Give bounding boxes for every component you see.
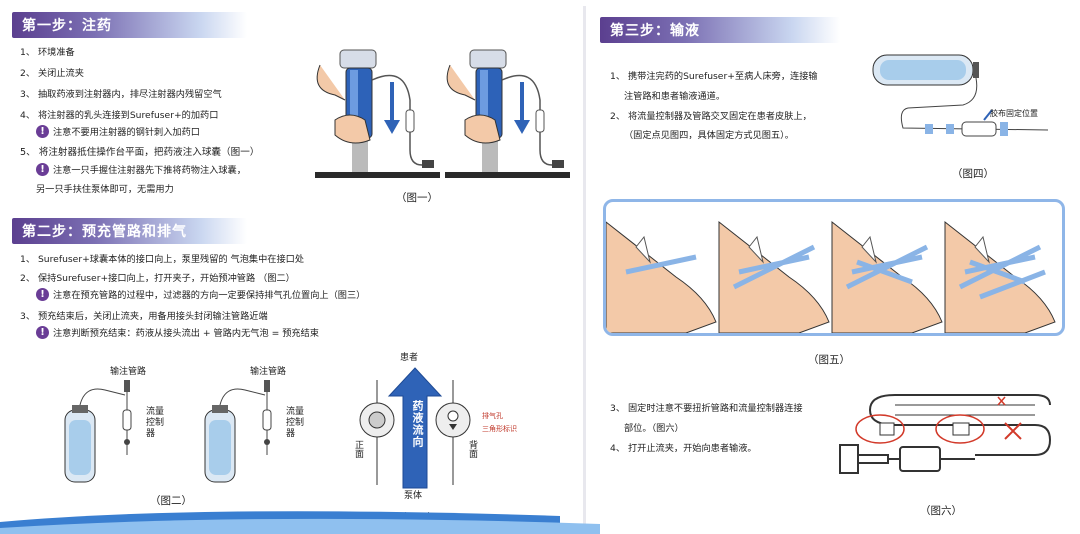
fig3-vent-label: 排气孔 [482, 412, 503, 420]
step3-list-bottom: 3、 固定时注意不要扭折管路和流量控制器连接 部位。（图六） 4、 打开止流夹，… [610, 400, 840, 460]
figure4-caption: （图四） [952, 168, 994, 180]
step2-note-1: ! 注意在预充管路的过程中，过滤器的方向一定要保持排气孔位置向上（图三） [36, 287, 365, 301]
step1-header: 第一步：注药 [12, 12, 247, 38]
step1-item-3: 3、 抽取药液到注射器内，排尽注射器内残留空气 [20, 89, 222, 100]
step3-item-2-line2: （固定点见图四，具体固定方式见图五）。 [624, 130, 794, 141]
step2-item-2: 2、 保持Surefuser+接口向上，打开夹子，开始预冲管路 （图二） [20, 273, 295, 284]
arm-step-1 [606, 221, 717, 333]
filter-back [435, 380, 471, 485]
center-divider [583, 6, 586, 528]
figure2-illustration [64, 380, 272, 483]
warning-icon: ! [36, 325, 49, 339]
step3-item-3-line2: 部位。（图六） [624, 423, 684, 434]
step3-header: 第三步：输液 [600, 17, 840, 43]
figure2-caption: （图二） [150, 495, 192, 507]
step1-note-2: ! 注意一只手握住注射器先下推将药物注入球囊， [36, 162, 246, 176]
fig2-tube-label-right: 输注管路 [250, 367, 287, 377]
step2-title: 第二步：预充管路和排气 [22, 224, 187, 240]
warning-icon: ! [36, 287, 49, 301]
figure5-panel [603, 199, 1065, 336]
syringe-injection-left [315, 49, 440, 178]
step1-note-2-text: 注意一只手握住注射器先下推将药物注入球囊， [53, 165, 246, 176]
syringe-injection-right [445, 49, 570, 178]
arm-step-2 [718, 220, 830, 333]
fig2-controller-label-right: 流量控制器 [286, 407, 305, 439]
step2-item-3: 3、 预充结束后，关闭止流夹，用备用接头封闭输注管路近端 [20, 311, 268, 322]
step3-item-2-line1: 2、 将流量控制器及管路交叉固定在患者皮肤上， [610, 111, 812, 122]
step1-item-5: 5、 将注射器抵住操作台平面，把药液注入球囊（图一） [20, 147, 260, 158]
fig2-tube-label-left: 输注管路 [110, 367, 147, 377]
step2-note-2: ! 注意判断预充结束：药液从接头流出 + 管路内无气泡 = 预充结束 [36, 325, 319, 339]
step3-item-1-line1: 1、 携带注完药的Surefuser+至病人床旁，连接输 [610, 71, 818, 82]
arm-step-3 [831, 220, 943, 333]
figure4-illustration [872, 54, 1049, 137]
step2-header: 第二步：预充管路和排气 [12, 218, 247, 244]
pump-priming-left [64, 380, 132, 483]
figure1-caption: （图一） [396, 192, 438, 204]
filter-front [359, 380, 395, 485]
step3-item-3-line1: 3、 固定时注意不要扭折管路和流量控制器连接 [610, 403, 803, 414]
fig3-arrow-text: 药液流向 [411, 400, 424, 448]
step3-title: 第三步：输液 [610, 23, 700, 39]
error-x-icon [1004, 422, 1022, 440]
wrong-connection-circle-right [935, 414, 985, 444]
figure6-caption: （图六） [920, 505, 962, 517]
fig3-patient-label: 患者 [400, 353, 419, 363]
arm-fixation-illustration [606, 220, 1056, 333]
step1-note-1: ! 注意不要用注射器的钢针刺入加药口 [36, 124, 200, 138]
step2-note-1-text: 注意在预充管路的过程中，过滤器的方向一定要保持排气孔位置向上（图三） [53, 290, 366, 301]
arm-step-4 [944, 220, 1056, 333]
step3-list-top: 1、 携带注完药的Surefuser+至病人床旁，连接输 注管路和患者输液通道。… [610, 68, 860, 148]
pump-priming-right [204, 380, 272, 483]
step3-item-1-line2: 注管路和患者输液通道。 [624, 91, 726, 102]
fig3-pump-label: 泵体 [404, 491, 423, 501]
fig3-front-label: 正面 [353, 440, 363, 458]
step1-list: 1、 环境准备 2、 关闭止流夹 3、 抽取药液到注射器内，排尽注射器内残留空气… [20, 44, 320, 204]
wrong-connection-circle-left [855, 414, 905, 444]
step1-note-1-text: 注意不要用注射器的钢针刺入加药口 [53, 127, 200, 138]
step1-item-2: 2、 关闭止流夹 [20, 68, 84, 79]
figure6-illustration [839, 394, 1052, 474]
flow-direction-arrow [387, 367, 443, 489]
figure5-caption: （图五） [808, 354, 850, 366]
step1-title: 第一步：注药 [22, 18, 112, 34]
step1-item-4: 4、 将注射器的乳头连接到Surefuser+的加药口 [20, 110, 219, 121]
figure1-illustration [315, 49, 570, 178]
step3-item-4: 4、 打开止流夹，开始向患者输液。 [610, 443, 757, 454]
bottom-wave-decoration [0, 511, 600, 534]
step2-note-2-text: 注意判断预充结束：药液从接头流出 + 管路内无气泡 = 预充结束 [53, 328, 319, 339]
warning-icon: ! [36, 162, 49, 176]
figure3-illustration [359, 367, 471, 489]
fig3-back-label: 背面 [467, 440, 477, 458]
step2-list: 1、 Surefuser+球囊本体的接口向上，泵里残留的 气泡集中在接口处 2、… [20, 251, 570, 341]
warning-icon: ! [36, 124, 49, 138]
fig3-triangle-label: 三角形标识 [482, 425, 517, 433]
fig4-tape-label: 胶布固定位置 [990, 109, 1038, 118]
step1-note-2-cont: 另一只手扶住泵体即可，无需用力 [36, 184, 174, 195]
step1-item-1: 1、 环境准备 [20, 47, 75, 58]
fig2-controller-label-left: 流量控制器 [146, 407, 165, 439]
step2-item-1: 1、 Surefuser+球囊本体的接口向上，泵里残留的 气泡集中在接口处 [20, 254, 305, 265]
